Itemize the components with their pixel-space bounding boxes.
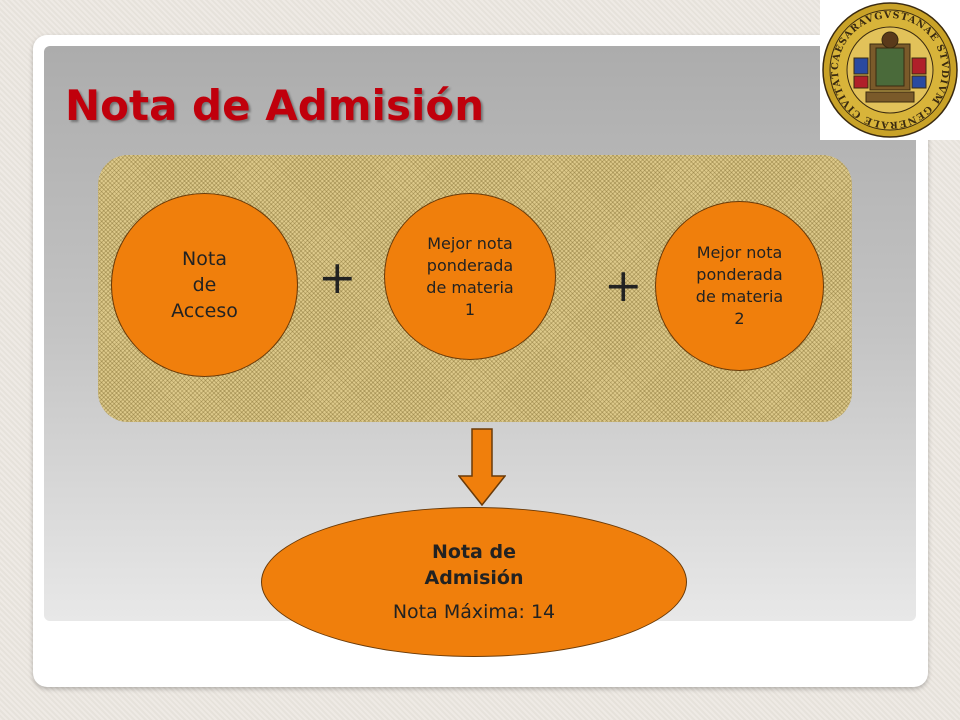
subject-2-line-4: 2	[734, 309, 745, 328]
subject-1-line-3: de materia	[426, 277, 514, 297]
down-arrow-icon	[457, 428, 507, 507]
access-grade-line-1: Nota	[182, 248, 227, 270]
access-grade-line-3: Acceso	[171, 300, 238, 322]
admission-grade-result: Nota de Admisión Nota Máxima: 14	[261, 507, 687, 657]
subject-1-line-4: 1	[464, 299, 476, 319]
access-grade-circle: Nota de Acceso	[111, 193, 298, 377]
subject-1-line-1: Mejor nota	[427, 233, 513, 253]
max-grade-label: Nota Máxima: 14	[392, 601, 556, 623]
university-seal-logo: CAESARAVGVSTANAE STVDIVM GENERALE CIVITA…	[820, 0, 960, 140]
subject-2-grade-circle: Mejor nota ponderada de materia 2	[655, 201, 824, 371]
university-seal-icon: CAESARAVGVSTANAE STVDIVM GENERALE CIVITA…	[820, 0, 958, 138]
access-grade-line-2: de	[192, 274, 217, 296]
subject-2-line-1: Mejor nota	[696, 243, 783, 262]
plus-sign-1: +	[318, 250, 357, 304]
subject-1-line-2: ponderada	[426, 255, 514, 275]
subject-1-grade-circle: Mejor nota ponderada de materia 1	[384, 193, 556, 360]
result-title-line-2: Admisión	[424, 567, 524, 589]
plus-sign-2: +	[604, 258, 643, 312]
result-title-line-1: Nota de	[432, 541, 516, 563]
subject-2-line-3: de materia	[695, 287, 784, 306]
slide-title: Nota de Admisión	[65, 81, 485, 130]
subject-2-line-2: ponderada	[696, 265, 783, 284]
